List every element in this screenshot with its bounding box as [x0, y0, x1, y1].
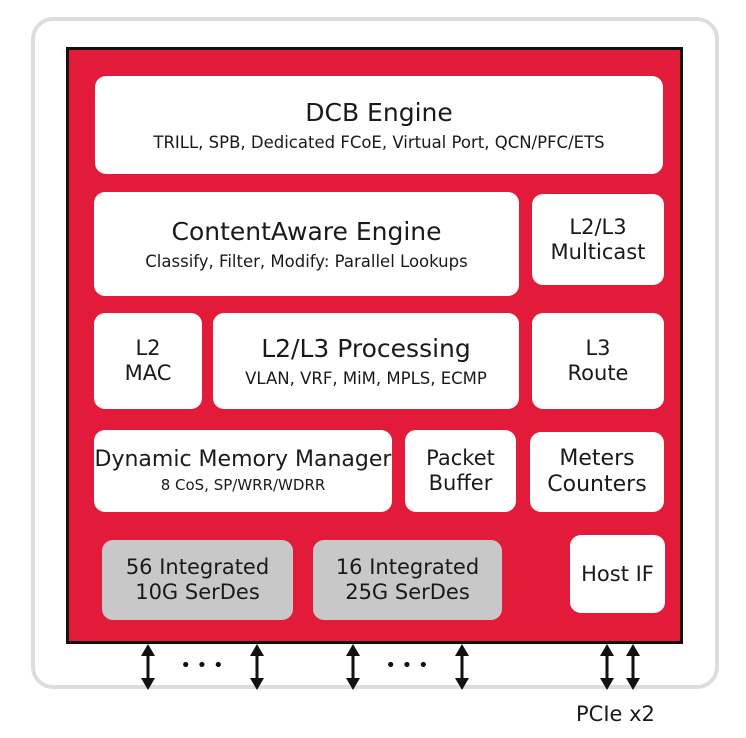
- l2-mac-line2: MAC: [124, 361, 172, 385]
- dcb-engine-subtitle: TRILL, SPB, Dedicated FCoE, Virtual Port…: [153, 132, 605, 152]
- serdes-25g-line2: 25G SerDes: [345, 580, 470, 604]
- l2-mac-block: L2 MAC: [94, 313, 202, 409]
- meters-counters-block: Meters Counters: [530, 432, 664, 512]
- l2l3-multicast-line1: L2/L3: [569, 214, 627, 239]
- contentaware-engine-subtitle: Classify, Filter, Modify: Parallel Looku…: [145, 251, 468, 271]
- l2l3-processing-block: L2/L3 Processing VLAN, VRF, MiM, MPLS, E…: [213, 313, 519, 409]
- serdes-25g-block: 16 Integrated 25G SerDes: [313, 540, 502, 620]
- meters-counters-line2: Counters: [547, 472, 647, 497]
- l2l3-processing-title: L2/L3 Processing: [261, 334, 471, 364]
- packet-buffer-line1: Packet: [426, 446, 495, 471]
- contentaware-engine-block: ContentAware Engine Classify, Filter, Mo…: [94, 192, 519, 296]
- l3-route-line1: L3: [585, 336, 611, 361]
- serdes-10g-ellipsis: • • •: [180, 655, 223, 676]
- packet-buffer-block: Packet Buffer: [405, 430, 516, 512]
- pcie-arrow-2: [626, 644, 640, 690]
- l2l3-multicast-line2: Multicast: [550, 239, 646, 264]
- serdes-10g-block: 56 Integrated 10G SerDes: [102, 540, 293, 620]
- dcb-engine-block: DCB Engine TRILL, SPB, Dedicated FCoE, V…: [95, 76, 663, 174]
- serdes-10g-arrow-left: [141, 644, 155, 690]
- l2l3-processing-subtitle: VLAN, VRF, MiM, MPLS, ECMP: [245, 368, 487, 388]
- serdes-10g-line2: 10G SerDes: [135, 580, 260, 604]
- host-if-block: Host IF: [570, 535, 665, 613]
- serdes-25g-ellipsis: • • •: [385, 655, 428, 676]
- l2-mac-line1: L2: [135, 336, 161, 361]
- meters-counters-line1: Meters: [559, 446, 635, 472]
- pcie-arrow-1: [600, 644, 614, 690]
- serdes-10g-line1: 56 Integrated: [125, 555, 270, 580]
- serdes-25g-arrow-left: [346, 644, 360, 690]
- l2l3-multicast-block: L2/L3 Multicast: [532, 194, 664, 285]
- serdes-10g-arrow-right: [250, 644, 264, 690]
- contentaware-engine-title: ContentAware Engine: [171, 217, 442, 247]
- serdes-25g-arrow-right: [455, 644, 469, 690]
- serdes-25g-line1: 16 Integrated: [335, 555, 480, 580]
- dynamic-memory-manager-title: Dynamic Memory Manager: [94, 447, 392, 473]
- host-if-label: Host IF: [581, 561, 654, 586]
- l3-route-block: L3 Route: [532, 313, 664, 409]
- dynamic-memory-manager-subtitle: 8 CoS, SP/WRR/WDRR: [160, 476, 326, 495]
- pcie-label: PCIe x2: [576, 702, 655, 726]
- dcb-engine-title: DCB Engine: [305, 98, 453, 128]
- packet-buffer-line2: Buffer: [428, 471, 493, 495]
- dynamic-memory-manager-block: Dynamic Memory Manager 8 CoS, SP/WRR/WDR…: [94, 430, 392, 512]
- l3-route-line2: Route: [567, 361, 629, 385]
